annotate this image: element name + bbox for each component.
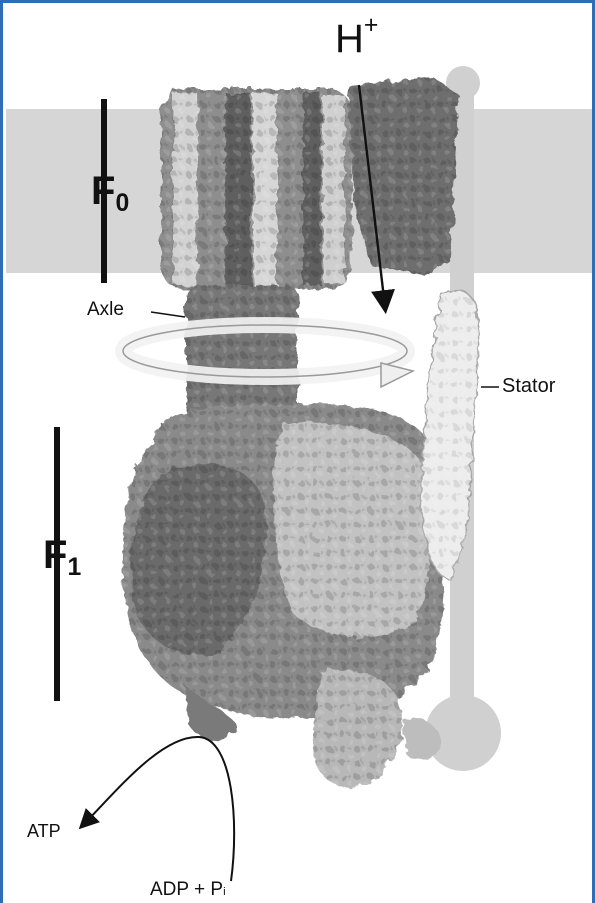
h-plus-label: H+ xyxy=(335,17,378,62)
f0-base: F xyxy=(91,169,115,213)
f1-sub: 1 xyxy=(67,554,81,581)
h-plus-sup: + xyxy=(364,12,378,39)
atp-label: ATP xyxy=(27,821,61,842)
adp-pi-label: ADP + Pi xyxy=(150,879,226,901)
stator-label: Stator xyxy=(502,375,555,398)
f0-label: F0 xyxy=(91,169,129,214)
axle-stalk xyxy=(186,285,298,425)
f0-sub: 0 xyxy=(115,190,129,217)
axle-leader xyxy=(151,312,185,317)
reaction-curve xyxy=(83,737,234,881)
adp-pi-base: ADP + P xyxy=(150,879,223,900)
f0-ring xyxy=(161,89,351,289)
adp-pi-sub: i xyxy=(223,886,226,898)
f1-label: F1 xyxy=(43,533,81,578)
f1-head xyxy=(122,404,445,719)
atp-synthase-illustration xyxy=(3,3,595,903)
axle-label: Axle xyxy=(87,299,124,321)
h-plus-base: H xyxy=(335,17,364,61)
f1-base: F xyxy=(43,533,67,577)
